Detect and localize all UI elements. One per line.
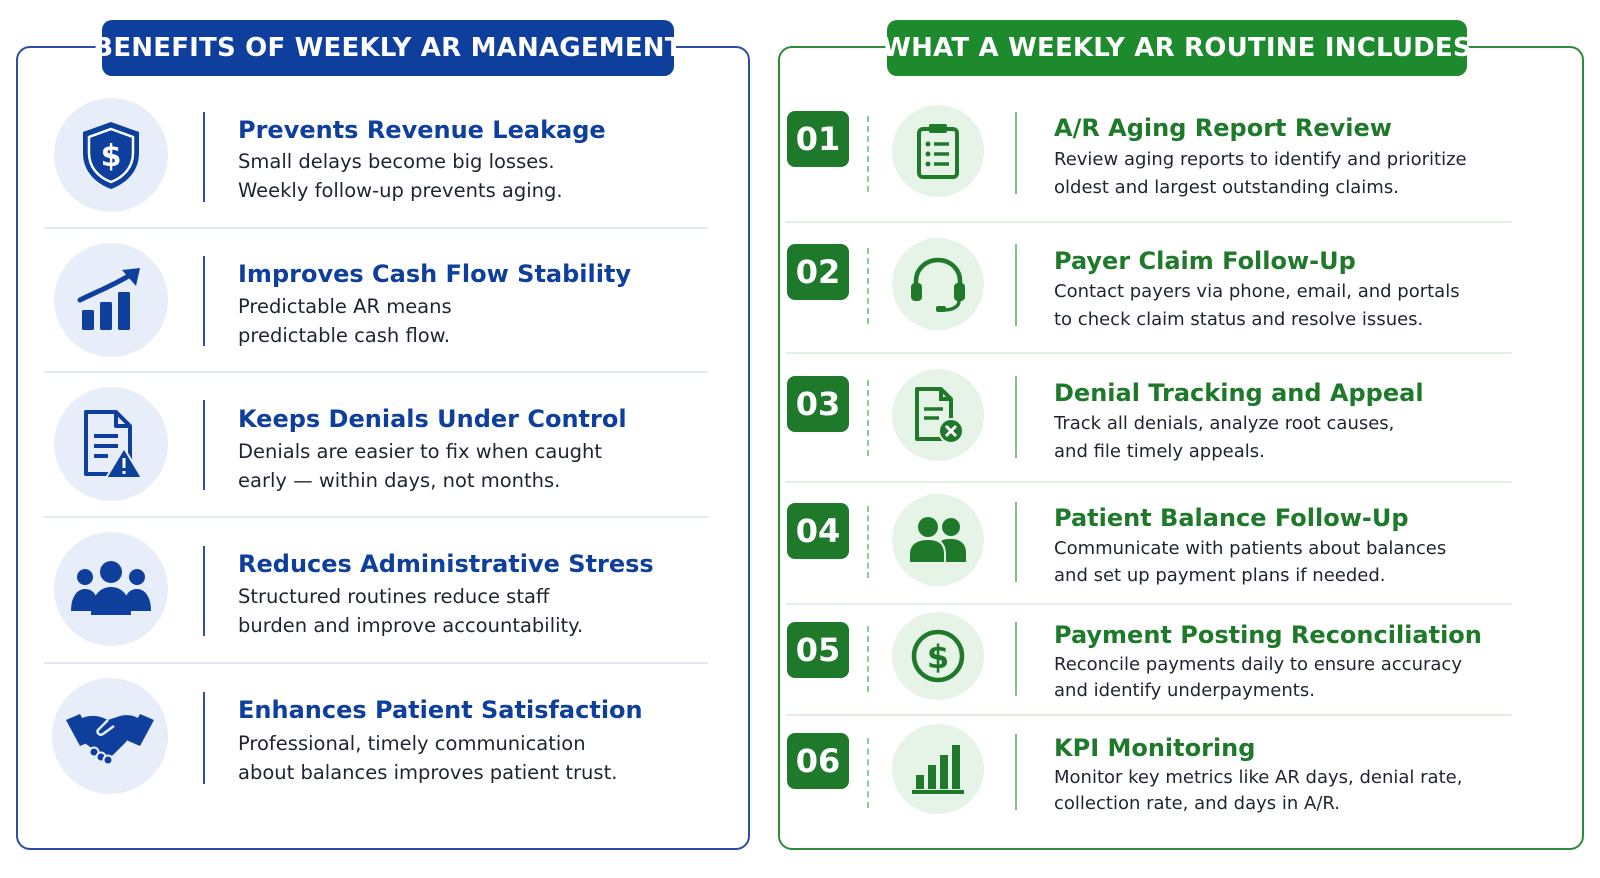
step-title: A/R Aging Report Review [1054, 114, 1392, 142]
step-description-line: Monitor key metrics like AR days, denial… [1054, 767, 1463, 788]
row-separator [786, 481, 1512, 483]
benefit-description-line: about balances improves patient trust. [238, 761, 618, 784]
row-separator [44, 227, 708, 229]
row-separator [44, 516, 708, 518]
benefit-title: Keeps Denials Under Control [238, 405, 627, 433]
divider-line [1015, 376, 1017, 458]
row-separator [786, 714, 1512, 716]
row-separator [786, 352, 1512, 354]
benefit-description-line: Structured routines reduce staff [238, 585, 550, 608]
step-description-line: to check claim status and resolve issues… [1054, 309, 1424, 330]
team-icon [54, 532, 168, 646]
step-title: Payment Posting Reconciliation [1054, 621, 1482, 649]
step-number: 05 [787, 622, 849, 678]
divider-line [203, 112, 205, 202]
step-description-line: Reconcile payments daily to ensure accur… [1054, 654, 1462, 675]
step-number: 06 [787, 733, 849, 789]
dashed-divider [867, 116, 869, 192]
svg-text:$: $ [927, 638, 949, 676]
step-number: 04 [787, 503, 849, 559]
benefits-heading: BENEFITS OF WEEKLY AR MANAGEMENT [93, 20, 683, 76]
benefit-title: Prevents Revenue Leakage [238, 116, 606, 144]
step-title: Denial Tracking and Appeal [1054, 379, 1424, 407]
step-description-line: Contact payers via phone, email, and por… [1054, 281, 1460, 302]
dashed-divider [867, 380, 869, 456]
benefit-description-line: Weekly follow-up prevents aging. [238, 179, 563, 202]
step-description-line: and set up payment plans if needed. [1054, 565, 1386, 586]
benefit-title: Improves Cash Flow Stability [238, 260, 632, 288]
shield-dollar-icon: $ [54, 98, 168, 212]
divider-line [1015, 622, 1017, 696]
step-title: Payer Claim Follow-Up [1054, 247, 1356, 275]
step-number: 01 [787, 111, 849, 167]
step-title: Patient Balance Follow-Up [1054, 504, 1409, 532]
step-description-line: and file timely appeals. [1054, 441, 1265, 462]
row-separator [44, 662, 708, 664]
benefit-description-line: early — within days, not months. [238, 469, 561, 492]
divider-line [1015, 502, 1017, 582]
step-description-line: Review aging reports to identify and pri… [1054, 149, 1467, 170]
clipboard-icon [892, 105, 984, 197]
step-description-line: Track all denials, analyze root causes, [1054, 413, 1395, 434]
document-denied-icon [892, 369, 984, 461]
step-number: 02 [787, 244, 849, 300]
row-separator [786, 603, 1512, 605]
step-description-line: Communicate with patients about balances [1054, 538, 1447, 559]
benefit-title: Reduces Administrative Stress [238, 550, 654, 578]
growth-chart-icon [54, 243, 168, 357]
headset-icon [892, 238, 984, 330]
row-separator [44, 371, 708, 373]
benefit-title: Enhances Patient Satisfaction [238, 696, 643, 724]
row-separator [786, 221, 1512, 223]
benefit-description-line: Professional, timely communication [238, 732, 586, 755]
divider-line [1015, 734, 1017, 810]
dashed-divider [867, 248, 869, 324]
benefit-description-line: Small delays become big losses. [238, 150, 555, 173]
step-description-line: and identify underpayments. [1054, 680, 1315, 701]
routine-heading: WHAT A WEEKLY AR ROUTINE INCLUDES [882, 20, 1472, 76]
divider-line [1015, 112, 1017, 194]
divider-line [203, 256, 205, 346]
step-title: KPI Monitoring [1054, 734, 1256, 762]
dollar-coin-icon: $ [892, 612, 984, 700]
dashed-divider [867, 506, 869, 578]
svg-text:$: $ [101, 139, 122, 174]
benefit-description-line: Denials are easier to fix when caught [238, 440, 603, 463]
patients-icon [892, 494, 984, 586]
benefit-description-line: burden and improve accountability. [238, 614, 584, 637]
document-warning-icon [54, 387, 168, 501]
dashed-divider [867, 738, 869, 808]
bar-chart-icon [892, 724, 984, 814]
step-number: 03 [787, 376, 849, 432]
divider-line [1015, 244, 1017, 326]
benefit-description-line: Predictable AR means [238, 295, 452, 318]
divider-line [203, 692, 205, 784]
dashed-divider [867, 626, 869, 692]
step-description-line: collection rate, and days in A/R. [1054, 793, 1340, 814]
handshake-icon [52, 678, 168, 794]
step-description-line: oldest and largest outstanding claims. [1054, 177, 1399, 198]
benefit-description-line: predictable cash flow. [238, 324, 451, 347]
divider-line [203, 400, 205, 490]
divider-line [203, 546, 205, 636]
